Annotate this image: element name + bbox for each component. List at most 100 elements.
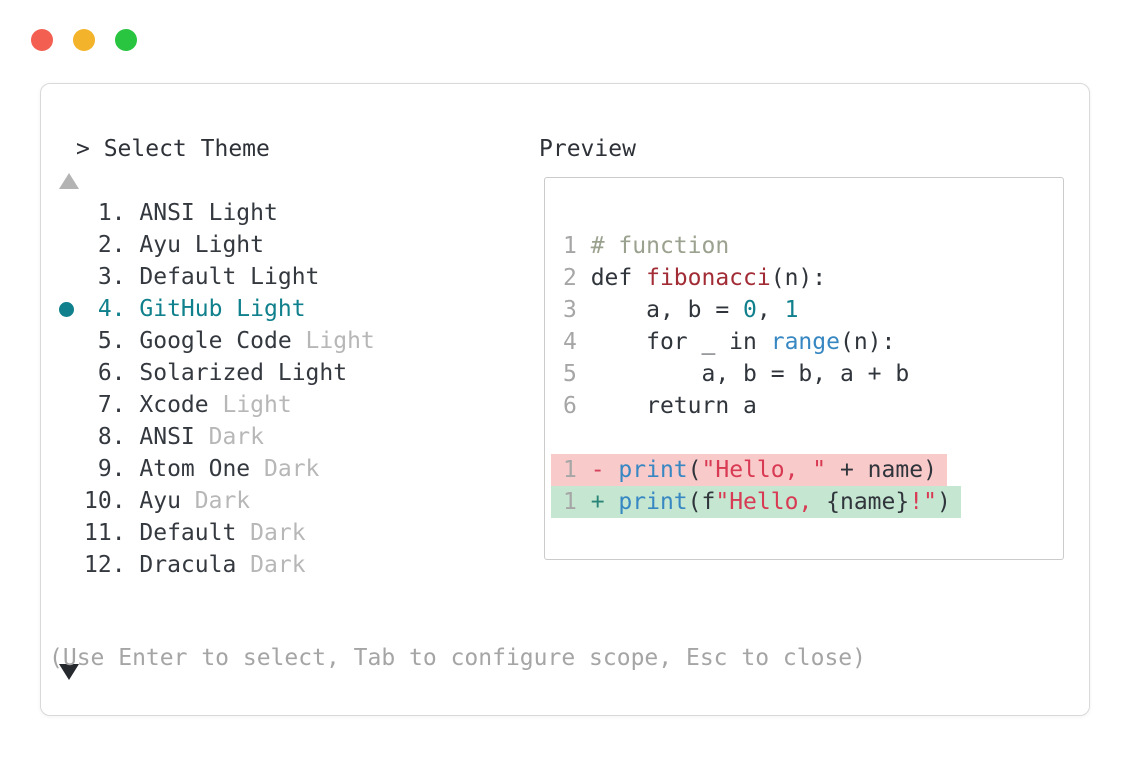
zoom-button[interactable] — [115, 29, 137, 51]
theme-number: 9. — [97, 456, 126, 482]
theme-name: Dracula — [139, 552, 237, 578]
code-token: # function — [590, 233, 730, 259]
selected-dot-icon — [59, 301, 74, 317]
theme-number: 12. — [84, 552, 126, 578]
code-token: {name} — [826, 489, 910, 515]
code-token: ) — [936, 489, 951, 515]
theme-item[interactable]: 6. Solarized Light — [56, 357, 375, 389]
line-number: 4 — [563, 329, 591, 355]
code-token: - — [590, 457, 619, 483]
code-token: print — [618, 489, 688, 515]
code-token: ( — [687, 457, 702, 483]
theme-number: 2. — [97, 232, 126, 258]
line-number: 2 — [563, 265, 591, 291]
code-token: range — [770, 329, 840, 355]
code-line: 2 def fibonacci(n): — [563, 262, 961, 294]
code-token: "Hello, " — [701, 457, 827, 483]
line-number: 3 — [563, 297, 591, 323]
code-token: 1 — [784, 297, 799, 323]
scroll-up-icon[interactable] — [59, 173, 79, 189]
theme-item[interactable]: 3. Default Light — [56, 261, 375, 293]
theme-item[interactable]: 11. Default Dark — [56, 517, 375, 549]
theme-variant: Dark — [208, 424, 264, 450]
theme-number: 8. — [97, 424, 126, 450]
diff-line-added: 1 + print(f"Hello, {name}!") — [551, 486, 961, 518]
code-line: 6 return a — [563, 390, 961, 422]
code-line: 3 a, b = 0, 1 — [563, 294, 961, 326]
code-token: a, b = b, a + b — [590, 361, 910, 387]
theme-name: Google Code — [139, 328, 292, 354]
theme-variant: Dark — [250, 520, 306, 546]
code-line: 4 for _ in range(n): — [563, 326, 961, 358]
theme-name: Ayu — [139, 488, 181, 514]
theme-name: Default Light — [139, 264, 320, 290]
theme-variant: Light — [305, 328, 375, 354]
code-token: (n): — [839, 329, 896, 355]
theme-number: 3. — [97, 264, 126, 290]
code-token: fibonacci — [646, 265, 771, 291]
theme-name: ANSI — [139, 424, 195, 450]
theme-name: Xcode — [139, 392, 209, 418]
theme-variant: Dark — [250, 552, 306, 578]
code-token: print — [618, 457, 688, 483]
theme-name: Ayu Light — [139, 232, 264, 258]
theme-name: GitHub Light — [139, 296, 306, 322]
theme-item[interactable]: 5. Google Code Light — [56, 325, 375, 357]
diff-line-removed: 1 - print("Hello, " + name) — [551, 454, 961, 486]
theme-name: Atom One — [139, 456, 251, 482]
theme-number: 10. — [84, 488, 126, 514]
theme-number: 1. — [97, 200, 126, 226]
code-line-blank — [563, 422, 961, 454]
theme-item[interactable]: 10. Ayu Dark — [56, 485, 375, 517]
code-token: 0 — [743, 297, 757, 323]
theme-item[interactable]: 1. ANSI Light — [56, 197, 375, 229]
line-number: 1 — [563, 489, 591, 515]
code-token: for _ in — [590, 329, 771, 355]
theme-number: 11. — [84, 520, 126, 546]
line-number: 6 — [563, 393, 591, 419]
line-number: 1 — [563, 233, 591, 259]
close-button[interactable] — [31, 29, 53, 51]
theme-picker-dialog: > Select Theme Preview 1. ANSI Light 2. Ayu… — [40, 83, 1090, 716]
theme-number: 5. — [97, 328, 126, 354]
diff-highlight: 1 - print("Hello, " + name) — [551, 454, 947, 486]
theme-name: Default — [139, 520, 237, 546]
scroll-down-icon[interactable] — [59, 664, 79, 680]
theme-item[interactable]: 12. Dracula Dark — [56, 549, 375, 581]
preview-label: Preview — [539, 136, 636, 162]
dialog-title: > Select Theme — [76, 136, 270, 162]
line-number: 5 — [563, 361, 591, 387]
footer-hint: (Use Enter to select, Tab to configure s… — [49, 645, 866, 671]
code-token: a, b = — [590, 297, 744, 323]
diff-highlight: 1 + print(f"Hello, {name}!") — [551, 486, 961, 518]
code-line: 1 # function — [563, 230, 961, 262]
theme-name: ANSI Light — [139, 200, 278, 226]
theme-list: 1. ANSI Light 2. Ayu Light 3. Default Light 4.… — [56, 197, 375, 581]
theme-item[interactable]: 9. Atom One Dark — [56, 453, 375, 485]
theme-variant: Dark — [264, 456, 320, 482]
theme-number: 4. — [97, 296, 126, 322]
theme-item[interactable]: 4. GitHub Light — [56, 293, 375, 325]
theme-number: 7. — [97, 392, 126, 418]
theme-item[interactable]: 2. Ayu Light — [56, 229, 375, 261]
code-token: def — [590, 265, 647, 291]
minimize-button[interactable] — [73, 29, 95, 51]
theme-item[interactable]: 8. ANSI Dark — [56, 421, 375, 453]
code-token: + — [590, 489, 619, 515]
code-token: (f — [687, 489, 716, 515]
code-token: (n): — [770, 265, 827, 291]
code-token: , — [756, 297, 785, 323]
window-controls — [31, 29, 137, 51]
theme-item[interactable]: 7. Xcode Light — [56, 389, 375, 421]
theme-variant: Light — [222, 392, 292, 418]
code-token: + name) — [826, 457, 937, 483]
code-token: return a — [590, 393, 757, 419]
code-token: !" — [909, 489, 937, 515]
code-token: "Hello, — [715, 489, 827, 515]
theme-variant: Dark — [194, 488, 251, 514]
theme-name: Solarized Light — [139, 360, 348, 386]
theme-number: 6. — [97, 360, 126, 386]
line-number: 1 — [563, 457, 591, 483]
